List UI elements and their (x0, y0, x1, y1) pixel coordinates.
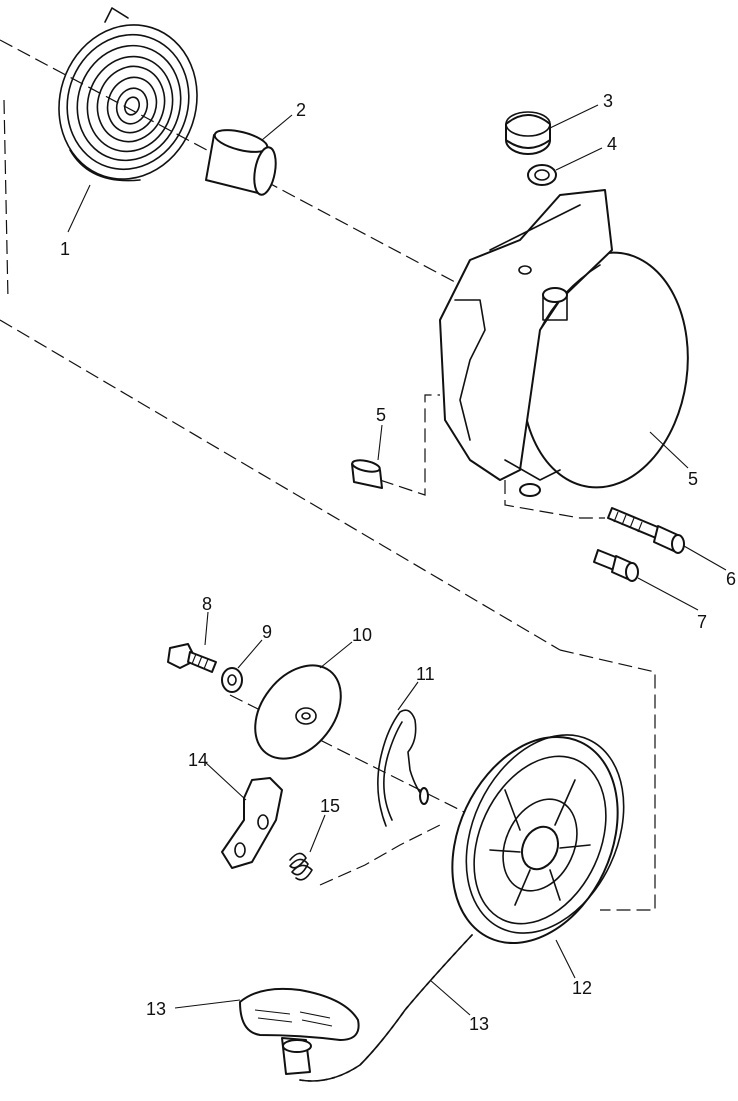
callout-13-handle: 13 (146, 999, 166, 1019)
washer-part (527, 164, 557, 186)
callout-2: 2 (296, 100, 306, 120)
long-bolt-part (607, 507, 685, 554)
spacer-sleeve-part (351, 459, 383, 489)
callout-15: 15 (320, 796, 340, 816)
callout-7: 7 (697, 612, 707, 632)
callout-10: 10 (352, 625, 372, 645)
callout-12: 12 (572, 978, 592, 998)
callout-3: 3 (603, 91, 613, 111)
callout-11: 11 (416, 664, 435, 684)
callout-6: 6 (726, 569, 736, 589)
callout-4: 4 (607, 134, 617, 154)
callout-5-sleeve: 5 (376, 405, 386, 425)
callout-5-housing: 5 (688, 469, 698, 489)
short-bolt-part (593, 549, 639, 582)
callout-labels: 1 2 3 4 5 5 6 7 8 9 10 11 12 13 13 14 15 (60, 91, 736, 1034)
friction-plate-part (254, 664, 342, 760)
pulley-part (451, 734, 625, 945)
pawl-part (221, 777, 283, 869)
callout-9: 9 (262, 622, 272, 642)
plug-part (505, 111, 551, 155)
pawl-bolt-part (167, 643, 217, 673)
callout-13-rope: 13 (469, 1014, 489, 1034)
leader-lines (67, 104, 727, 1016)
bushing-part (205, 129, 277, 196)
callout-1: 1 (60, 239, 70, 259)
rope-and-handle-part (239, 934, 473, 1082)
wire-spring-part (377, 709, 429, 827)
callout-8: 8 (202, 594, 212, 614)
callout-14: 14 (188, 750, 208, 770)
recoil-spring-part (58, 7, 198, 182)
starter-housing-part (439, 189, 689, 497)
coil-spring-part (289, 852, 313, 881)
lock-washer-part (221, 667, 243, 693)
